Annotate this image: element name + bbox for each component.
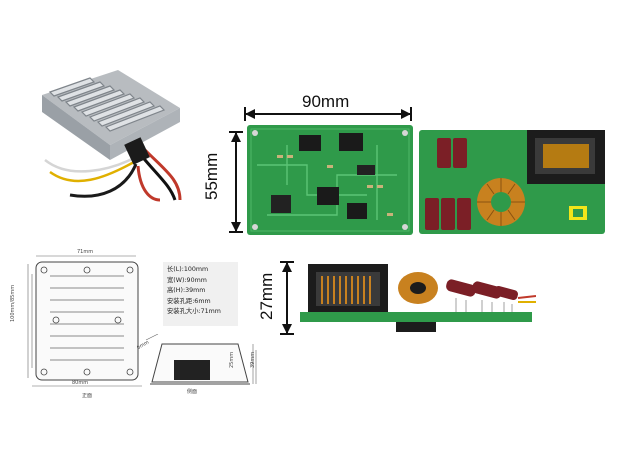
- side-height-1-label: 25mm: [229, 351, 235, 368]
- spec-line: 安装孔大小:71mm: [167, 308, 221, 316]
- width-dimension-arrow: [244, 107, 412, 121]
- side-view-drawing: [145, 334, 257, 385]
- left-dims-label: 100mm/85mm: [10, 284, 16, 322]
- converter-module-photo: [42, 70, 182, 202]
- pcb-top-view: [247, 125, 413, 235]
- bottom-width-label: 80mm: [72, 380, 89, 386]
- front-caption: 正面: [82, 393, 93, 399]
- thickness-label: 27mm: [257, 272, 276, 320]
- spec-line: 宽(W):90mm: [167, 276, 207, 284]
- pcb-side-profile-photo: [300, 264, 536, 332]
- height-dimension-arrow: [229, 131, 243, 233]
- spec-line: 安装孔距:6mm: [167, 297, 211, 305]
- side-caption: 侧面: [187, 389, 198, 395]
- thickness-dimension-arrow: [280, 261, 294, 335]
- top-width-label: 71mm: [77, 249, 94, 255]
- front-view-drawing: [27, 255, 142, 387]
- pcb-component-side-photo: [419, 130, 605, 234]
- width-label: 90mm: [302, 92, 350, 111]
- spec-line: 长(L):100mm: [167, 266, 209, 273]
- side-height-2-label: 39mm: [250, 351, 256, 368]
- height-label: 55mm: [202, 152, 221, 200]
- spec-line: 高(H):39mm: [167, 287, 206, 295]
- spec-list: 长(L):100mm 宽(W):90mm 高(H):39mm 安装孔距:6mm …: [163, 262, 238, 326]
